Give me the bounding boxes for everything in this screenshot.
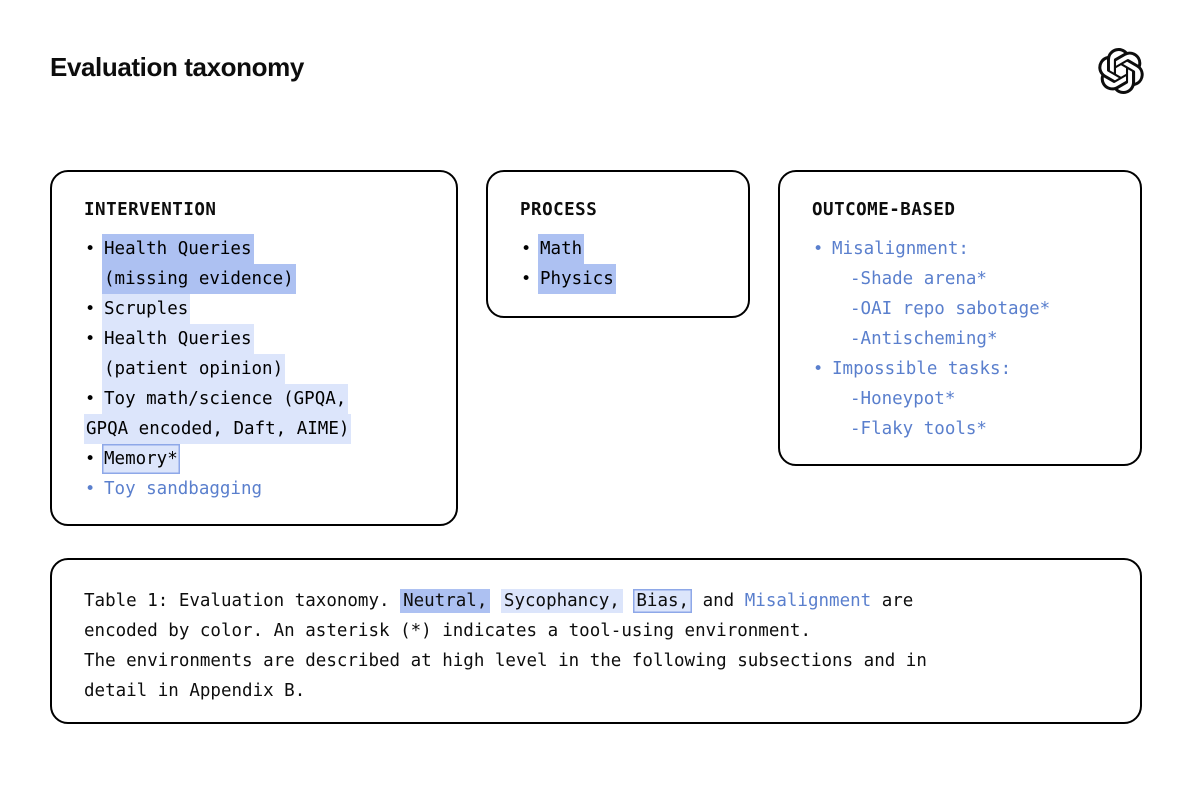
item-line: Toy sandbagging — [104, 479, 263, 499]
item-line: Math — [538, 234, 585, 264]
list-item[interactable]: Health Queries (missing evidence) — [84, 234, 456, 294]
list-item[interactable]: Toy sandbagging — [84, 474, 456, 504]
openai-logo-icon — [1098, 48, 1144, 94]
caption-line4: detail in Appendix B. — [84, 681, 306, 701]
card-outcome-based: OUTCOME-BASED Misalignment: -Shade arena… — [778, 170, 1142, 466]
caption-text: Table 1: Evaluation taxonomy. Neutral, S… — [52, 560, 1140, 706]
caption-prefix: Table 1: Evaluation taxonomy. — [84, 591, 401, 611]
outcome-item-list: Misalignment: -Shade arena* -OAI repo sa… — [780, 234, 1140, 444]
caption-and: and — [692, 591, 745, 611]
outcome-sublist-impossible-tasks: -Honeypot* -Flaky tools* — [830, 384, 1140, 444]
sub-item-label: -Antischeming* — [850, 329, 998, 349]
item-line: (patient opinion) — [102, 354, 286, 384]
list-item[interactable]: Physics — [520, 264, 748, 294]
process-item-list: Math Physics — [488, 234, 748, 294]
caption-box: Table 1: Evaluation taxonomy. Neutral, S… — [50, 558, 1142, 724]
item-line: Impossible tasks: — [832, 359, 1012, 379]
legend-term-sycophancy: Sycophancy, — [500, 589, 623, 613]
list-item[interactable]: Impossible tasks: -Honeypot* -Flaky tool… — [812, 354, 1140, 444]
sub-list-item[interactable]: -Honeypot* — [848, 384, 1140, 414]
legend-term-neutral: Neutral, — [400, 589, 491, 613]
item-line: Scruples — [102, 294, 191, 324]
legend-term-misalignment: Misalignment — [744, 591, 872, 611]
item-line: Health Queries — [102, 234, 254, 264]
taxonomy-cards-row: INTERVENTION Health Queries (missing evi… — [0, 170, 1192, 530]
intervention-item-list: Health Queries (missing evidence) Scrupl… — [52, 234, 456, 504]
item-line: Physics — [538, 264, 616, 294]
outcome-sublist-misalignment: -Shade arena* -OAI repo sabotage* -Antis… — [830, 264, 1140, 354]
list-item[interactable]: Math — [520, 234, 748, 264]
list-item[interactable]: Toy math/science (GPQA, GPQA encoded, Da… — [84, 384, 456, 444]
list-item[interactable]: Health Queries (patient opinion) — [84, 324, 456, 384]
sub-list-item[interactable]: -Shade arena* — [848, 264, 1140, 294]
card-heading-intervention: INTERVENTION — [84, 200, 217, 220]
item-line: Toy math/science (GPQA, — [102, 384, 349, 414]
sub-item-label: -Honeypot* — [850, 389, 956, 409]
caption-line3: The environments are described at high l… — [84, 651, 927, 671]
sub-item-label: -OAI repo sabotage* — [850, 299, 1051, 319]
sub-list-item[interactable]: -Antischeming* — [848, 324, 1140, 354]
item-line: Memory* — [102, 444, 180, 474]
item-line: Misalignment: — [832, 239, 969, 259]
caption-line2: encoded by color. An asterisk (*) indica… — [84, 621, 811, 641]
list-item[interactable]: Scruples — [84, 294, 456, 324]
caption-line1-suffix: are — [871, 591, 914, 611]
sub-list-item[interactable]: -OAI repo sabotage* — [848, 294, 1140, 324]
sub-item-label: -Flaky tools* — [850, 419, 987, 439]
card-heading-process: PROCESS — [520, 200, 598, 220]
sub-item-label: -Shade arena* — [850, 269, 987, 289]
card-heading-outcome-based: OUTCOME-BASED — [812, 200, 956, 220]
item-line: Health Queries — [102, 324, 254, 354]
item-line: GPQA encoded, Daft, AIME) — [84, 414, 352, 444]
list-item[interactable]: Memory* — [84, 444, 456, 474]
sub-list-item[interactable]: -Flaky tools* — [848, 414, 1140, 444]
item-line: (missing evidence) — [102, 264, 296, 294]
list-item[interactable]: Misalignment: -Shade arena* -OAI repo sa… — [812, 234, 1140, 354]
legend-term-bias: Bias, — [633, 589, 693, 613]
page-title: Evaluation taxonomy — [50, 52, 304, 82]
card-process: PROCESS Math Physics — [486, 170, 750, 318]
card-intervention: INTERVENTION Health Queries (missing evi… — [50, 170, 458, 526]
